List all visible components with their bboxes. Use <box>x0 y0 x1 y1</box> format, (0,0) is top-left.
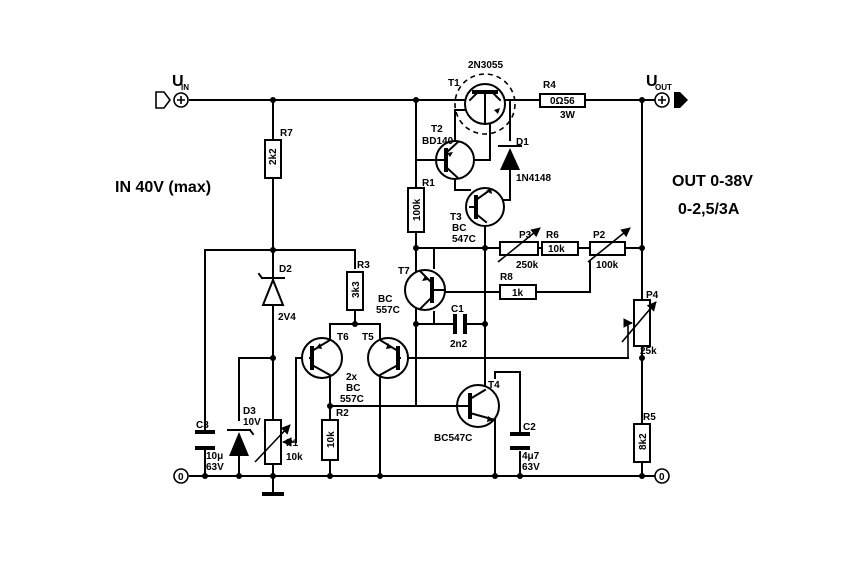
svg-text:100k: 100k <box>596 260 619 271</box>
svg-text:250k: 250k <box>516 260 539 271</box>
svg-text:BC: BC <box>346 383 360 394</box>
svg-text:2x: 2x <box>346 372 358 383</box>
transistor-t5: T5 <box>362 332 409 379</box>
transistor-t3: T3 BC 547C <box>450 187 505 245</box>
svg-text:2V4: 2V4 <box>278 312 296 323</box>
svg-text:R1: R1 <box>422 178 435 189</box>
svg-text:IN: IN <box>181 83 189 92</box>
svg-text:63V: 63V <box>522 462 540 473</box>
junctions <box>202 97 645 479</box>
svg-text:2n2: 2n2 <box>450 339 468 350</box>
svg-text:100k: 100k <box>412 198 423 221</box>
svg-text:4μ7: 4μ7 <box>522 451 540 462</box>
transistor-t2: T2 BD140 <box>422 124 475 180</box>
svg-text:BC547C: BC547C <box>434 433 472 444</box>
svg-text:T6: T6 <box>337 332 349 343</box>
terminal-u-in: U IN <box>155 73 189 109</box>
svg-text:BD140: BD140 <box>422 136 454 147</box>
svg-text:0: 0 <box>659 472 665 483</box>
resistor-r3: 3k3 R3 <box>346 260 370 311</box>
svg-text:R4: R4 <box>543 80 556 91</box>
svg-text:3k3: 3k3 <box>351 281 362 298</box>
svg-text:OUT: OUT <box>655 83 672 92</box>
svg-text:R2: R2 <box>336 408 349 419</box>
svg-text:D2: D2 <box>279 264 292 275</box>
resistor-r1: 100k R1 <box>407 178 435 233</box>
terminal-u-out: U OUT <box>646 73 688 108</box>
svg-text:P1: P1 <box>286 438 299 449</box>
svg-text:BC: BC <box>378 294 392 305</box>
input-voltage-note: IN 40V (max) <box>115 179 211 196</box>
svg-text:R8: R8 <box>500 272 513 283</box>
svg-text:C2: C2 <box>523 422 536 433</box>
svg-text:1k: 1k <box>512 288 524 299</box>
zener-diode-d2: D2 2V4 <box>257 264 296 323</box>
svg-text:P4: P4 <box>646 290 659 301</box>
svg-text:R3: R3 <box>357 260 370 271</box>
svg-text:2N3055: 2N3055 <box>468 60 503 71</box>
svg-text:C3: C3 <box>196 420 209 431</box>
svg-text:T4: T4 <box>488 380 500 391</box>
potentiometer-p1: P1 10k <box>254 419 303 465</box>
resistor-r8: 1k R8 <box>499 272 537 300</box>
potentiometer-p2: P2 100k <box>587 227 631 271</box>
potentiometer-p3: P3 250k <box>497 227 541 271</box>
svg-text:10V: 10V <box>243 417 261 428</box>
svg-text:T5: T5 <box>362 332 374 343</box>
svg-text:2k2: 2k2 <box>268 148 279 165</box>
capacitor-c3: C3 10μ 63V <box>195 420 224 473</box>
label-t5-t6: 2x BC 557C <box>340 372 364 405</box>
transistor-t6: T6 <box>301 332 349 379</box>
svg-text:T3: T3 <box>450 212 462 223</box>
svg-text:C1: C1 <box>451 304 464 315</box>
svg-text:P2: P2 <box>593 230 606 241</box>
capacitor-c2: C2 4μ7 63V <box>510 422 540 473</box>
svg-text:R5: R5 <box>643 412 656 423</box>
svg-text:T7: T7 <box>398 266 410 277</box>
svg-text:T2: T2 <box>431 124 443 135</box>
svg-text:10μ: 10μ <box>206 451 223 462</box>
potentiometer-p4: P4 25k <box>621 290 659 358</box>
svg-text:557C: 557C <box>340 394 364 405</box>
transistor-t1: T1 2N3055 <box>448 60 516 135</box>
svg-text:T1: T1 <box>448 78 460 89</box>
output-voltage-note: OUT 0-38V <box>672 173 753 190</box>
svg-text:10k: 10k <box>548 244 565 255</box>
svg-text:BC: BC <box>452 223 466 234</box>
terminal-ground-left: 0 <box>173 468 189 484</box>
svg-text:8k2: 8k2 <box>638 433 649 450</box>
resistor-r7: 2k2 R7 <box>264 128 293 179</box>
transistor-t7: T7 BC 557C <box>376 266 446 316</box>
svg-text:U: U <box>646 73 658 90</box>
svg-text:25k: 25k <box>640 346 657 357</box>
resistor-r4: 0Ω56 R4 3W <box>539 80 586 121</box>
svg-text:0Ω56: 0Ω56 <box>550 96 575 107</box>
output-current-note: 0-2,5/3A <box>678 201 740 218</box>
diode-d1: D1 1N4148 <box>498 137 551 184</box>
transistor-t4: T4 BC547C <box>415 380 500 444</box>
svg-text:1N4148: 1N4148 <box>516 173 551 184</box>
svg-text:63V: 63V <box>206 462 224 473</box>
terminal-ground-right: 0 <box>654 468 670 484</box>
svg-text:557C: 557C <box>376 305 400 316</box>
svg-text:D1: D1 <box>516 137 529 148</box>
svg-text:R7: R7 <box>280 128 293 139</box>
svg-text:10k: 10k <box>326 431 337 448</box>
svg-text:547C: 547C <box>452 234 476 245</box>
resistor-r2: 10k R2 <box>321 408 349 461</box>
capacitor-c1: C1 2n2 <box>444 304 471 350</box>
resistor-r6: 10k R6 <box>541 230 579 256</box>
svg-text:0: 0 <box>178 472 184 483</box>
zener-diode-d3: D3 10V <box>227 406 261 456</box>
svg-text:R6: R6 <box>546 230 559 241</box>
svg-text:D3: D3 <box>243 406 256 417</box>
resistor-r5: 8k2 R5 <box>633 412 656 463</box>
svg-text:10k: 10k <box>286 452 303 463</box>
svg-text:3W: 3W <box>560 110 576 121</box>
svg-text:U: U <box>172 73 184 90</box>
svg-text:P3: P3 <box>519 230 532 241</box>
